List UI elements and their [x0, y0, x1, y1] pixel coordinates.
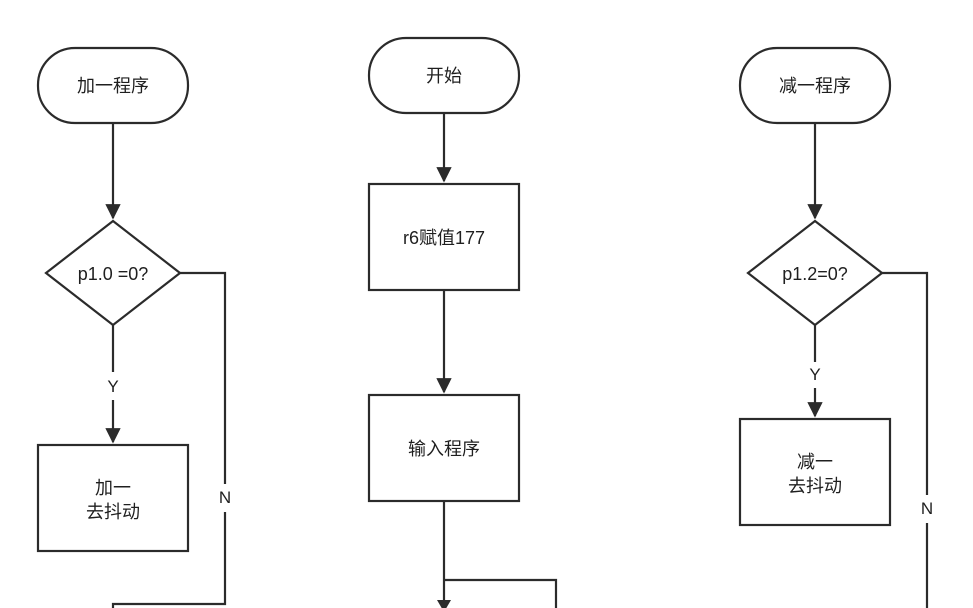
sub-check-label: p1.2=0? — [782, 264, 848, 284]
sub-action-process[interactable] — [738, 417, 892, 527]
sub-start-label: 减一程序 — [779, 76, 851, 96]
add-check-label: p1.0 =0? — [78, 264, 149, 284]
main-input-process[interactable] — [367, 393, 521, 503]
edge-add-check-no-top — [180, 271, 227, 484]
add-action-process[interactable] — [36, 443, 190, 553]
sub-no-label: N — [921, 499, 933, 518]
sub-yes-label: Y — [809, 365, 820, 384]
edge-sub-check-no-top — [882, 271, 929, 495]
add-yes-label: Y — [107, 377, 118, 396]
main-assign-process[interactable] — [367, 182, 521, 292]
add-action-label-line2: 去抖动 — [86, 502, 140, 522]
add-program-flow: 加一程序 p1.0 =0? Y 加一 去抖动 N — [36, 46, 231, 608]
main-program-flow: 开始 r6赋值177 输入程序 — [367, 36, 558, 608]
main-start-label: 开始 — [426, 66, 462, 86]
main-input-label: 输入程序 — [408, 439, 480, 459]
add-action-label-line1: 加一 — [95, 478, 131, 498]
sub-program-flow: 减一程序 p1.2=0? Y 减一 去抖动 N — [738, 46, 933, 608]
add-no-label: N — [219, 488, 231, 507]
edge-main-loop-back — [444, 578, 558, 608]
sub-action-label-line2: 去抖动 — [788, 476, 842, 496]
main-assign-label: r6赋值177 — [403, 228, 485, 248]
edge-add-check-no-bottom — [111, 512, 227, 608]
main-input-down-arrowhead — [437, 600, 451, 608]
add-start-label: 加一程序 — [77, 76, 149, 96]
sub-action-label-line1: 减一 — [797, 452, 833, 472]
